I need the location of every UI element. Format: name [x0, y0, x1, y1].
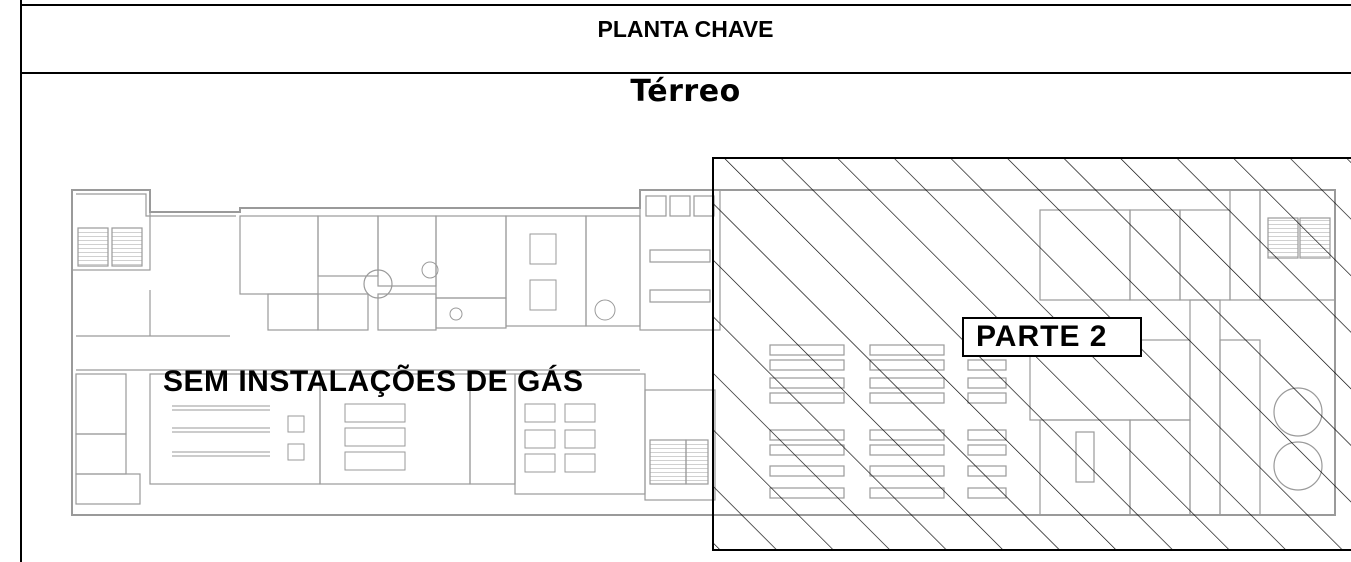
sheet-top-border	[20, 4, 1351, 6]
sheet-left-border	[20, 0, 22, 562]
floor-title: Térreo	[630, 74, 741, 109]
sheet-title: PLANTA CHAVE	[597, 16, 774, 42]
title-separator	[20, 72, 1351, 74]
no-gas-zone-label: SEM INSTALAÇÕES DE GÁS	[163, 365, 584, 398]
part-2-label: PARTE 2	[962, 317, 1142, 357]
furniture	[172, 233, 616, 473]
